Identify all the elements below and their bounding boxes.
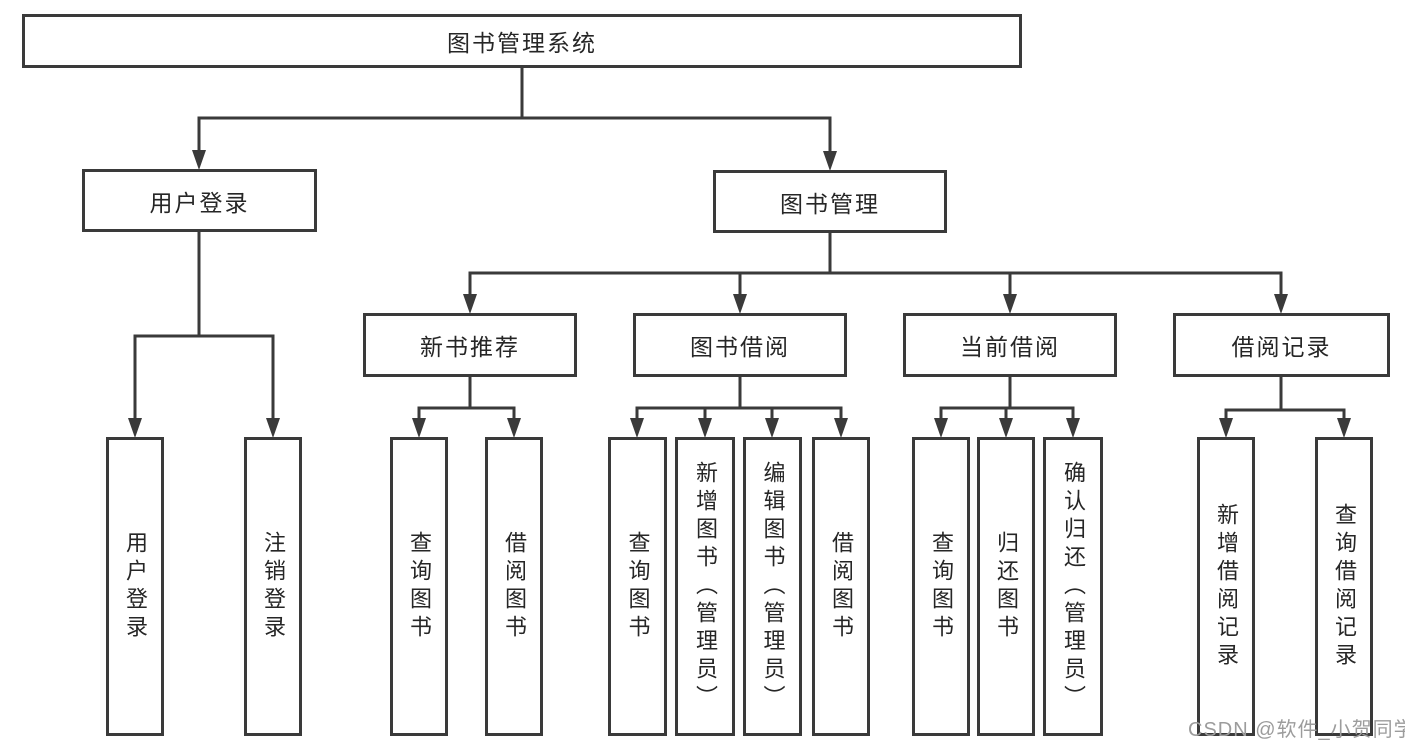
leaf-borrow-books-recommend: 借阅图书 — [485, 437, 543, 736]
arrowhead-icon — [266, 418, 280, 438]
leaf-logout: 注销登录 — [244, 437, 302, 736]
leaf-confirm-return-admin: 确认归还（管理员） — [1043, 437, 1103, 736]
arrowhead-icon — [999, 418, 1013, 438]
leaf-query-books-current: 查询图书 — [912, 437, 970, 736]
arrowhead-icon — [630, 418, 644, 438]
leaf-borrow-books: 借阅图书 — [812, 437, 870, 736]
csdn-watermark: CSDN @软件_小贺同学 — [1188, 719, 1405, 741]
node-borrow-records: 借阅记录 — [1173, 313, 1390, 377]
arrowhead-icon — [507, 418, 521, 438]
node-library-system: 图书管理系统 — [22, 14, 1022, 68]
arrowhead-icon — [128, 418, 142, 438]
node-user-login: 用户登录 — [82, 169, 317, 232]
leaf-query-borrow-record: 查询借阅记录 — [1315, 437, 1373, 736]
leaf-add-borrow-record: 新增借阅记录 — [1197, 437, 1255, 736]
arrowhead-icon — [823, 151, 837, 171]
arrowhead-icon — [192, 150, 206, 170]
arrowhead-icon — [463, 294, 477, 314]
arrowhead-icon — [1219, 418, 1233, 438]
leaf-query-books-borrow: 查询图书 — [608, 437, 667, 736]
arrowhead-icon — [834, 418, 848, 438]
leaf-user-login: 用户登录 — [106, 437, 164, 736]
arrowhead-icon — [1337, 418, 1351, 438]
leaf-query-books-recommend: 查询图书 — [390, 437, 448, 736]
arrowhead-icon — [412, 418, 426, 438]
leaf-add-book-admin: 新增图书（管理员） — [675, 437, 735, 736]
arrowhead-icon — [1066, 418, 1080, 438]
node-book-borrow: 图书借阅 — [633, 313, 847, 377]
arrowhead-icon — [698, 418, 712, 438]
node-new-book-recommend: 新书推荐 — [363, 313, 577, 377]
arrowhead-icon — [934, 418, 948, 438]
node-current-borrow: 当前借阅 — [903, 313, 1117, 377]
leaf-return-books: 归还图书 — [977, 437, 1035, 736]
arrowhead-icon — [1003, 294, 1017, 314]
arrowhead-icon — [733, 294, 747, 314]
arrowhead-icon — [1274, 294, 1288, 314]
node-book-management: 图书管理 — [713, 170, 947, 233]
arrowhead-icon — [765, 418, 779, 438]
leaf-edit-book-admin: 编辑图书（管理员） — [743, 437, 802, 736]
